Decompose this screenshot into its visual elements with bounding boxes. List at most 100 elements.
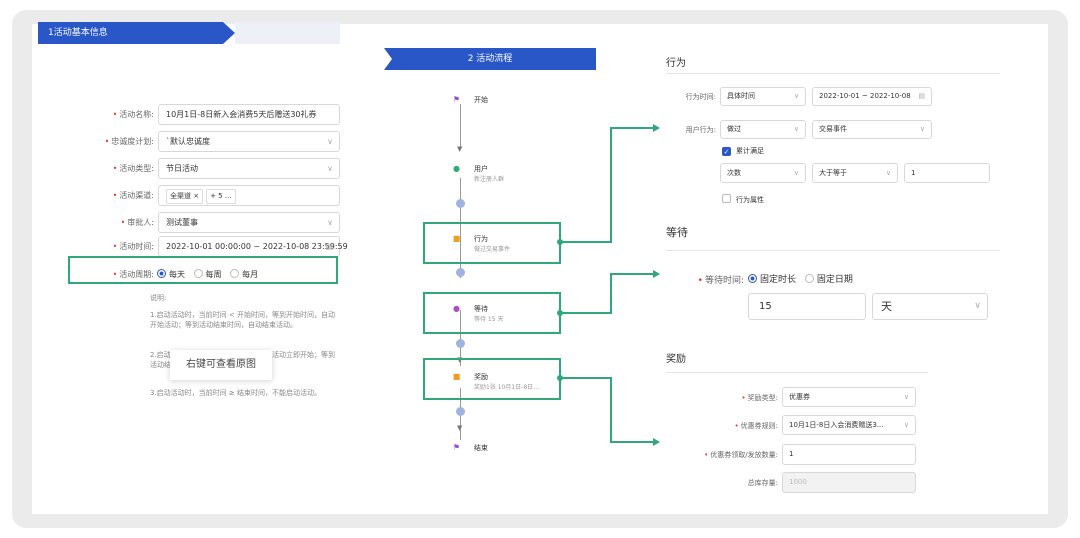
note-1: 1.启动活动时，当前时间 < 开始时间，等到开始时间，自动开始活动；等到活动结束… [150, 311, 335, 329]
loyalty-plan-select[interactable]: `默认忠诚度 ∨ [158, 131, 340, 152]
label-text: 奖励类型: [747, 394, 778, 402]
arrow-down-icon: ▼ [457, 145, 463, 153]
connector-dot [557, 239, 563, 245]
coupon-rule-label: •优惠券规则: [734, 422, 779, 430]
flow-node-reward[interactable]: ■ 奖励 奖励1张 10月1日-8日... [452, 372, 539, 391]
radio-label: 每月 [242, 270, 259, 279]
step-basic-info[interactable]: 1活动基本信息 [38, 22, 340, 44]
select-value: 10月1日-8日入会消费赠送3... [789, 421, 884, 429]
field-label: •活动周期: [112, 270, 154, 279]
wait-highlight-box [423, 292, 561, 334]
connector-line [610, 273, 654, 275]
date-range-value: 2022-10-01 00:00:00 ~ 2022-10-08 23:59:5… [166, 242, 348, 251]
node-title: 开始 [474, 96, 488, 104]
step-activity-flow-label: 2 活动流程 [467, 54, 513, 64]
operator-select[interactable]: 大于等于∨ [812, 163, 898, 183]
add-node-icon[interactable] [456, 339, 465, 348]
did-select[interactable]: 做过∨ [720, 120, 806, 139]
activity-time-range-picker[interactable]: 2022-10-01 00:00:00 ~ 2022-10-08 23:59:5… [158, 236, 348, 257]
flow-node-behavior[interactable]: ■ 行为 做过交易事件 [452, 234, 510, 253]
channel-select[interactable]: 全渠道 ×+ 5 ... [158, 185, 340, 206]
select-value: 次数 [727, 169, 741, 177]
radio-label: 每周 [205, 270, 222, 279]
node-title: 等待 [474, 305, 488, 313]
checkbox-label: 行为属性 [736, 196, 764, 204]
note-3: 3.启动活动时，当前时间 ≥ 结束时间，不能启动活动。 [150, 389, 321, 397]
flow-node-start[interactable]: ⚑ 开始 [452, 95, 488, 104]
arrow-down-icon: ▼ [457, 424, 463, 432]
reward-type-select[interactable]: 优惠券∨ [782, 387, 916, 407]
coupon-qty-label: •优惠券领取/发放数量: [704, 451, 778, 459]
wait-mode-radio-group: 固定时长 固定日期 [748, 272, 853, 285]
field-activity-name: •活动名称: 10月1日-8日新入会消费5天后赠送30礼券 [38, 104, 340, 126]
channel-tag[interactable]: 全渠道 × [166, 189, 204, 204]
metric-select[interactable]: 次数∨ [720, 163, 806, 183]
select-value: `默认忠诚度 [166, 137, 210, 146]
behavior-section-title: 行为 [666, 58, 686, 69]
connector-line [610, 127, 654, 129]
flow-node-end[interactable]: ⚑ 结束 [452, 443, 488, 452]
radio-weekly[interactable]: 每周 [188, 269, 222, 279]
view-original-tooltip: 右键可查看原图 [170, 350, 272, 380]
select-value: 测试董事 [166, 218, 198, 227]
divider [666, 372, 928, 373]
flow-line [460, 310, 461, 366]
period-highlight-box [68, 256, 338, 284]
connector-line [561, 377, 611, 379]
checkbox-box [722, 194, 731, 203]
label-text: 等待时间: [704, 276, 744, 286]
stock-label: 总库存量: [747, 479, 778, 487]
user-behavior-label: 用户行为: [685, 126, 716, 134]
radio-monthly[interactable]: 每月 [224, 269, 259, 279]
field-label: •活动时间: [112, 242, 154, 251]
clock-icon: ● [453, 304, 460, 313]
coupon-qty-input[interactable]: 1 [782, 444, 916, 465]
step-notch [384, 48, 392, 70]
coupon-rule-select[interactable]: 10月1日-8日入会消费赠送3...∨ [782, 415, 916, 435]
attribute-checkbox[interactable]: 行为属性 [722, 194, 764, 205]
wait-unit-select[interactable]: 天∨ [872, 293, 988, 320]
add-node-icon[interactable] [456, 199, 465, 208]
select-value: 大于等于 [819, 169, 847, 177]
radio-fixed-duration[interactable]: 固定时长 [748, 274, 796, 285]
divider [666, 250, 1000, 251]
behavior-time-type-select[interactable]: 具体时间∨ [720, 87, 806, 106]
approver-select[interactable]: 测试董事∨ [158, 212, 340, 233]
behavior-highlight-box [423, 222, 561, 264]
flow-node-wait[interactable]: ● 等待 等待 15 天 [452, 304, 503, 323]
chevron-down-icon: ∨ [327, 137, 333, 146]
connector-line [610, 273, 612, 314]
date-range-value: 2022-10-01 ~ 2022-10-08 [819, 92, 911, 100]
add-node-icon[interactable] [456, 268, 465, 277]
chevron-down-icon: ∨ [919, 125, 925, 133]
field-activity-time: •活动时间: 2022-10-01 00:00:00 ~ 2022-10-08 … [38, 236, 348, 258]
accumulate-checkbox[interactable]: ✓累计满足 [722, 146, 764, 156]
activity-type-select[interactable]: 节日活动∨ [158, 158, 340, 179]
select-value: 做过 [727, 125, 741, 133]
activity-name-input[interactable]: 10月1日-8日新入会消费5天后赠送30礼券 [158, 104, 340, 125]
event-select[interactable]: 交易事件∨ [812, 120, 932, 139]
connector-dot [557, 310, 563, 316]
field-approver: •审批人: 测试董事∨ [38, 212, 340, 234]
wait-amount-input[interactable]: 15 [748, 293, 866, 320]
select-value: 优惠券 [789, 393, 810, 401]
behavior-time-range-picker[interactable]: 2022-10-01 ~ 2022-10-08▤ [812, 87, 932, 106]
radio-daily[interactable]: 每天 [151, 269, 185, 279]
field-label: •活动类型: [112, 164, 154, 173]
step-activity-flow[interactable]: 2 活动流程 [384, 48, 596, 70]
reward-type-label: •奖励类型: [741, 394, 779, 402]
period-radio-group: 每天 每周 每月 [151, 269, 258, 280]
divider [666, 73, 1000, 74]
connector-arrow [653, 124, 660, 132]
channel-more-tag[interactable]: + 5 ... [206, 189, 236, 204]
field-label: •活动名称: [112, 110, 154, 119]
flag-icon: ⚑ [452, 443, 461, 452]
behavior-icon: ■ [452, 234, 461, 243]
connector-line [610, 127, 612, 243]
connector-line [610, 441, 654, 443]
field-label: •忠诚度计划: [104, 137, 154, 146]
radio-fixed-date[interactable]: 固定日期 [799, 274, 853, 285]
count-value-input[interactable]: 1 [904, 163, 990, 183]
flow-node-user[interactable]: ● 用户 新注册人群 [452, 164, 504, 183]
add-node-icon[interactable] [456, 407, 465, 416]
